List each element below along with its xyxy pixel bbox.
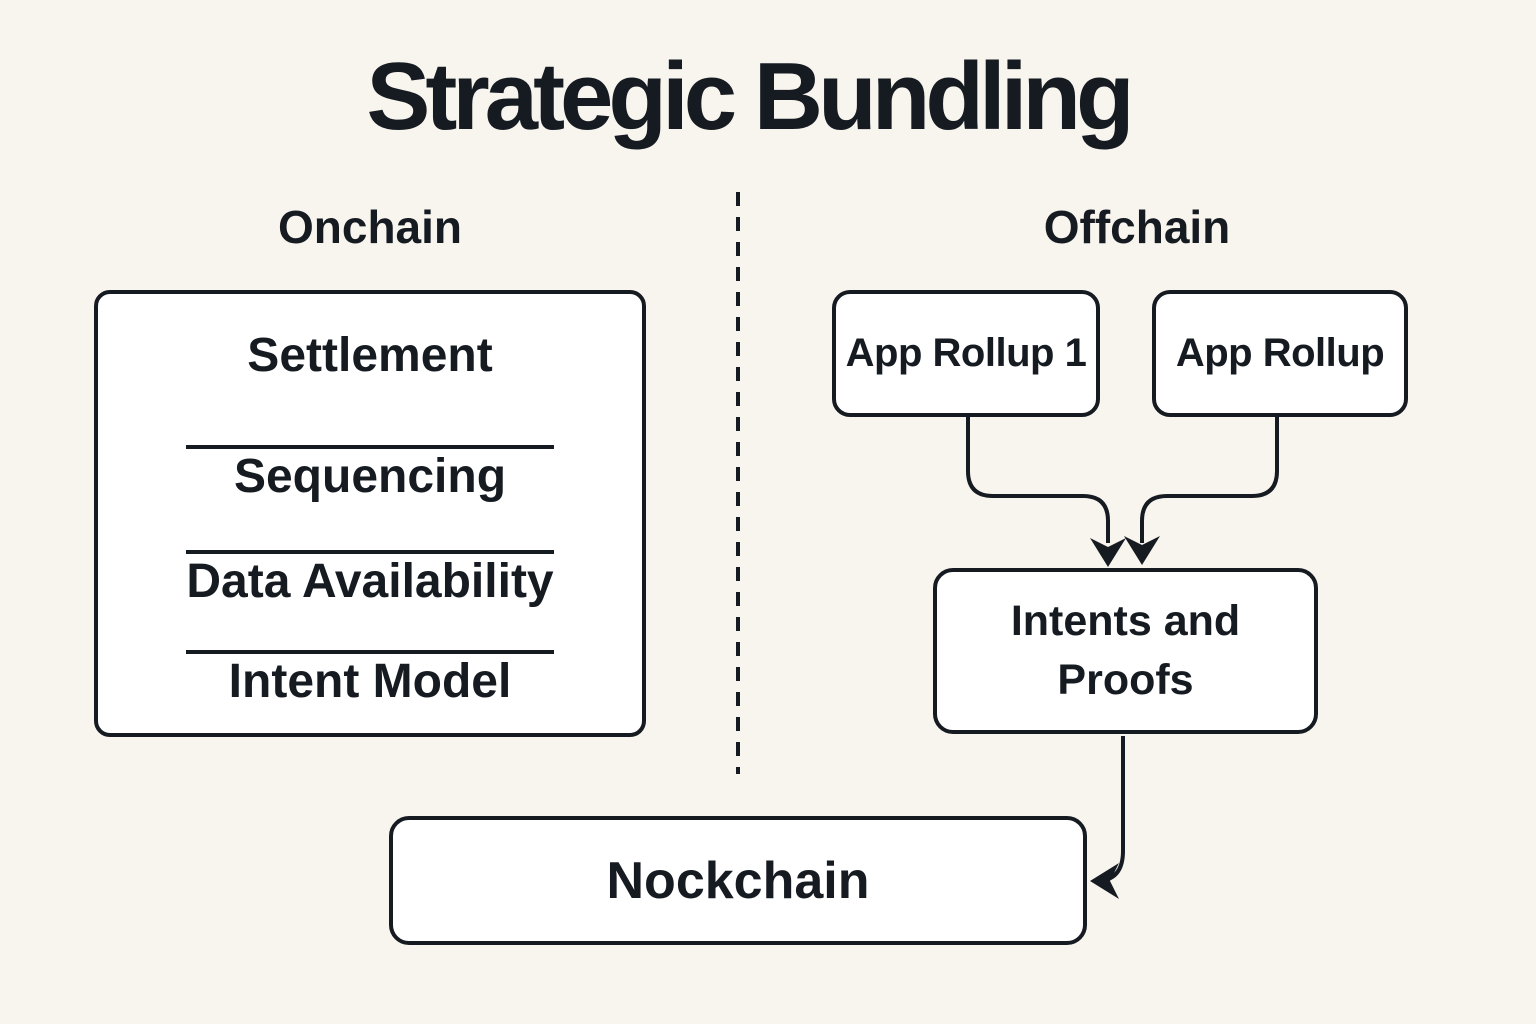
arrow-rollup2-path [1140, 416, 1279, 543]
offchain-section-label: Offchain [1043, 201, 1231, 253]
onchain-section-label: Onchain [277, 201, 463, 253]
stack-row-intent-model: Intent Model [186, 649, 554, 709]
stack-row-sequencing: Sequencing [186, 445, 554, 504]
nockchain-box: Nockchain [389, 816, 1087, 945]
arrow-intents-to-nockchain [1090, 736, 1125, 899]
arrow-rollup2-to-intents [1124, 416, 1279, 565]
stack-row-data-availability: Data Availability [186, 549, 554, 609]
diagram-title: Strategic Bundling [366, 43, 1134, 150]
onchain-stack-box: Settlement Sequencing Data Availability … [94, 290, 646, 737]
intents-and-proofs-box: Intents and Proofs [933, 568, 1318, 734]
arrow-rollup1-to-intents [966, 417, 1126, 567]
arrow-rollup2-arrowhead-icon [1124, 536, 1160, 565]
app-rollup-2-box: App Rollup [1152, 290, 1408, 417]
app-rollup-1-box: App Rollup 1 [832, 290, 1100, 417]
arrow-rollup1-arrowhead-icon [1090, 538, 1126, 567]
stack-row-settlement: Settlement [247, 328, 493, 382]
arrow-intents-arrowhead-icon [1090, 863, 1119, 899]
arrow-intents-path [1095, 736, 1125, 883]
arrow-rollup1-path [966, 417, 1110, 543]
